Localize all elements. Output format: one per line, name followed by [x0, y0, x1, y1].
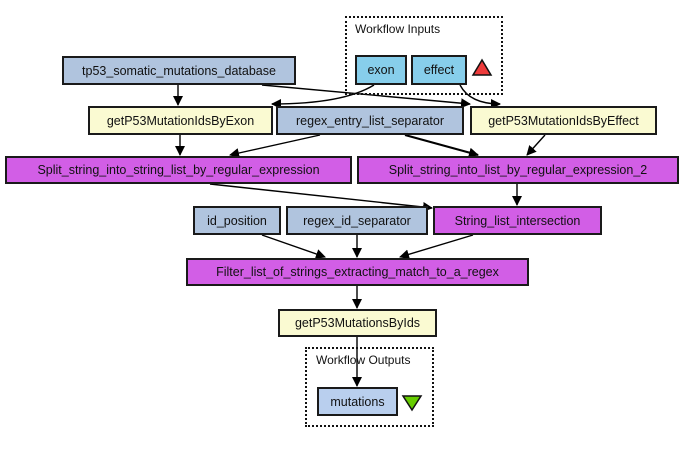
node-mutations[interactable]: mutations — [317, 387, 398, 416]
edge-idPosition-to-filter — [261, 234, 326, 259]
node-exon[interactable]: exon — [355, 55, 407, 85]
triangle-up-icon — [471, 58, 493, 76]
node-id-position[interactable]: id_position — [193, 206, 281, 235]
node-label: id_position — [207, 213, 267, 228]
workflow-outputs-title: Workflow Outputs — [316, 353, 411, 367]
node-label: regex_entry_list_separator — [296, 113, 444, 128]
node-label: getP53MutationsByIds — [294, 316, 421, 330]
workflow-inputs-cluster — [345, 16, 503, 95]
node-by-effect[interactable]: getP53MutationIdsByEffect — [470, 106, 657, 135]
node-intersection[interactable]: String_list_intersection — [433, 206, 602, 235]
node-label: effect — [423, 63, 455, 77]
edge-effect-to-byEffect — [459, 84, 501, 109]
node-label: regex_id_separator — [303, 213, 411, 228]
node-split2[interactable]: Split_string_into_list_by_regular_expres… — [357, 156, 679, 184]
edge-byEffect-to-split2 — [526, 134, 546, 156]
edge-exon-to-byExon — [271, 84, 375, 109]
workflow-outputs-cluster — [305, 347, 434, 427]
node-regex-entry[interactable]: regex_entry_list_separator — [276, 106, 464, 135]
node-label: getP53MutationIdsByExon — [106, 113, 255, 128]
node-label: getP53MutationIdsByEffect — [488, 113, 639, 128]
node-label: Filter_list_of_strings_extracting_match_… — [216, 265, 499, 279]
node-label: Split_string_into_list_by_regular_expres… — [388, 163, 648, 177]
node-tp53db[interactable]: tp53_somatic_mutations_database — [62, 56, 296, 85]
edge-regexEntry-to-split2 — [404, 133, 479, 158]
node-effect[interactable]: effect — [411, 55, 467, 85]
node-by-ids[interactable]: getP53MutationsByIds — [278, 309, 437, 337]
node-label: tp53_somatic_mutations_database — [82, 63, 276, 78]
node-by-exon[interactable]: getP53MutationIdsByExon — [88, 106, 273, 135]
node-filter[interactable]: Filter_list_of_strings_extracting_match_… — [186, 258, 529, 286]
edge-regexEntry-to-split1 — [229, 134, 321, 158]
node-split1[interactable]: Split_string_into_string_list_by_regular… — [5, 156, 352, 184]
node-label: String_list_intersection — [454, 213, 581, 228]
node-label: Split_string_into_string_list_by_regular… — [37, 163, 320, 177]
node-label: exon — [367, 63, 395, 77]
triangle-down-icon — [401, 395, 423, 412]
node-label: mutations — [330, 394, 385, 409]
edge-split1-to-intersection — [209, 183, 433, 213]
workflow-inputs-title: Workflow Inputs — [355, 22, 441, 36]
node-regex-id[interactable]: regex_id_separator — [286, 206, 428, 235]
edge-intersection-to-filter — [399, 234, 474, 260]
